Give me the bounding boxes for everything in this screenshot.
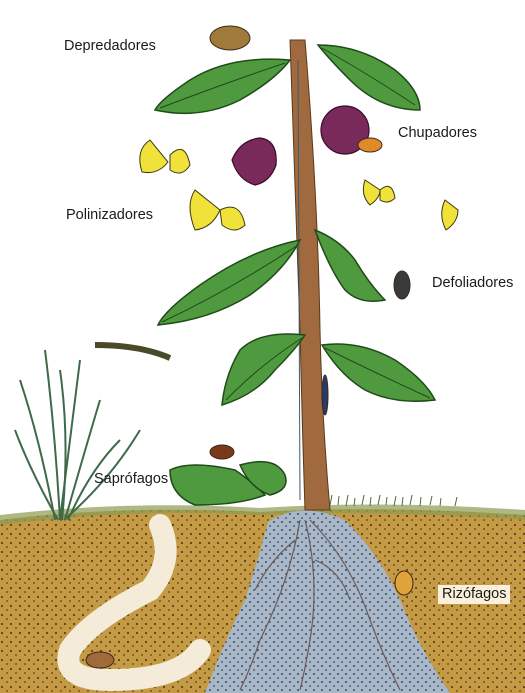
plant-stem [290, 40, 330, 510]
label-defoliadores: Defoliadores [432, 276, 513, 291]
grass-plant [15, 350, 140, 520]
label-saprofagos: Saprófagos [94, 472, 168, 487]
grass-surface [330, 495, 457, 506]
label-chupadores: Chupadores [398, 126, 477, 141]
label-depredadores: Depredadores [64, 39, 156, 54]
label-polinizadores: Polinizadores [66, 208, 153, 223]
label-rizofagos: Rizófagos [438, 585, 510, 604]
